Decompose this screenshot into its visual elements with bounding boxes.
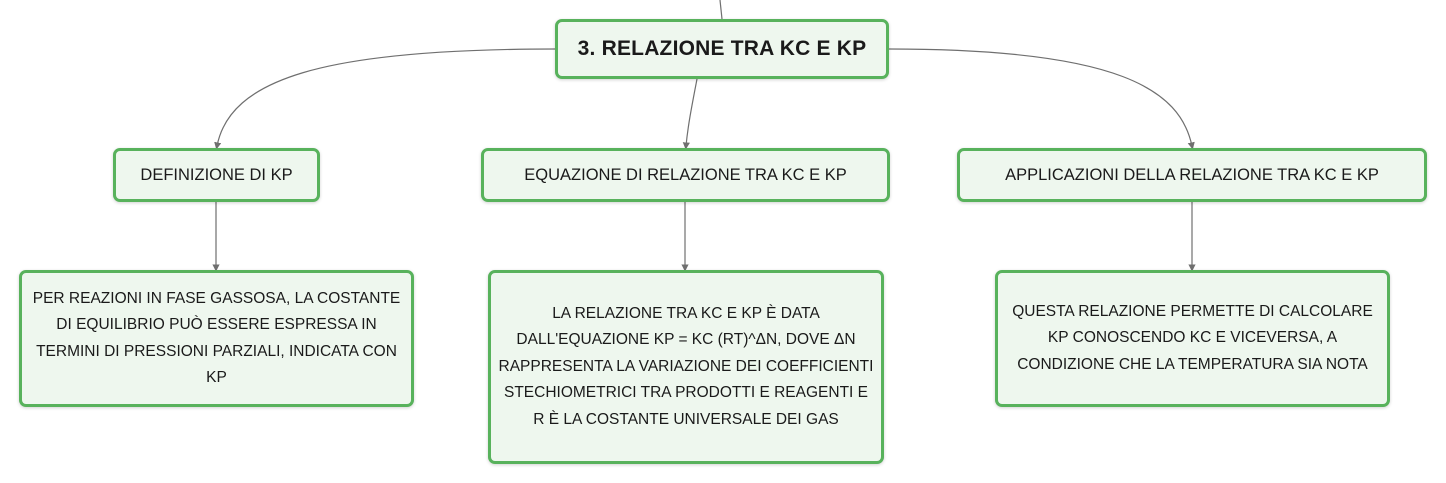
- detail-text: QUESTA RELAZIONE PERMETTE DI CALCOLARE K…: [1012, 302, 1373, 373]
- detail-text: PER REAZIONI IN FASE GASSOSA, LA COSTANT…: [32, 289, 401, 387]
- detail-node-equazione[interactable]: LA RELAZIONE TRA KC E KP È DATA DALL'EQU…: [488, 270, 884, 464]
- detail-node-applicazioni[interactable]: QUESTA RELAZIONE PERMETTE DI CALCOLARE K…: [995, 270, 1390, 407]
- root-node[interactable]: 3. RELAZIONE TRA KC E KP: [555, 19, 889, 79]
- connector-root-branch-3: [888, 48, 1195, 150]
- connector-root-branch-1: [214, 48, 556, 150]
- branch-node-applicazioni[interactable]: APPLICAZIONI DELLA RELAZIONE TRA KC E KP: [957, 148, 1427, 202]
- root-label: 3. RELAZIONE TRA KC E KP: [577, 37, 867, 60]
- branch-label: EQUAZIONE DI RELAZIONE TRA KC E KP: [524, 165, 847, 184]
- connector-root-branch-2: [682, 78, 698, 150]
- detail-text: LA RELAZIONE TRA KC E KP È DATA DALL'EQU…: [498, 304, 874, 428]
- detail-node-definizione[interactable]: PER REAZIONI IN FASE GASSOSA, LA COSTANT…: [19, 270, 414, 407]
- connector-parent-root: [719, 0, 723, 20]
- branch-label: DEFINIZIONE DI KP: [140, 165, 293, 184]
- branch-node-definizione[interactable]: DEFINIZIONE DI KP: [113, 148, 320, 202]
- branch-label: APPLICAZIONI DELLA RELAZIONE TRA KC E KP: [1005, 165, 1379, 184]
- branch-node-equazione[interactable]: EQUAZIONE DI RELAZIONE TRA KC E KP: [481, 148, 890, 202]
